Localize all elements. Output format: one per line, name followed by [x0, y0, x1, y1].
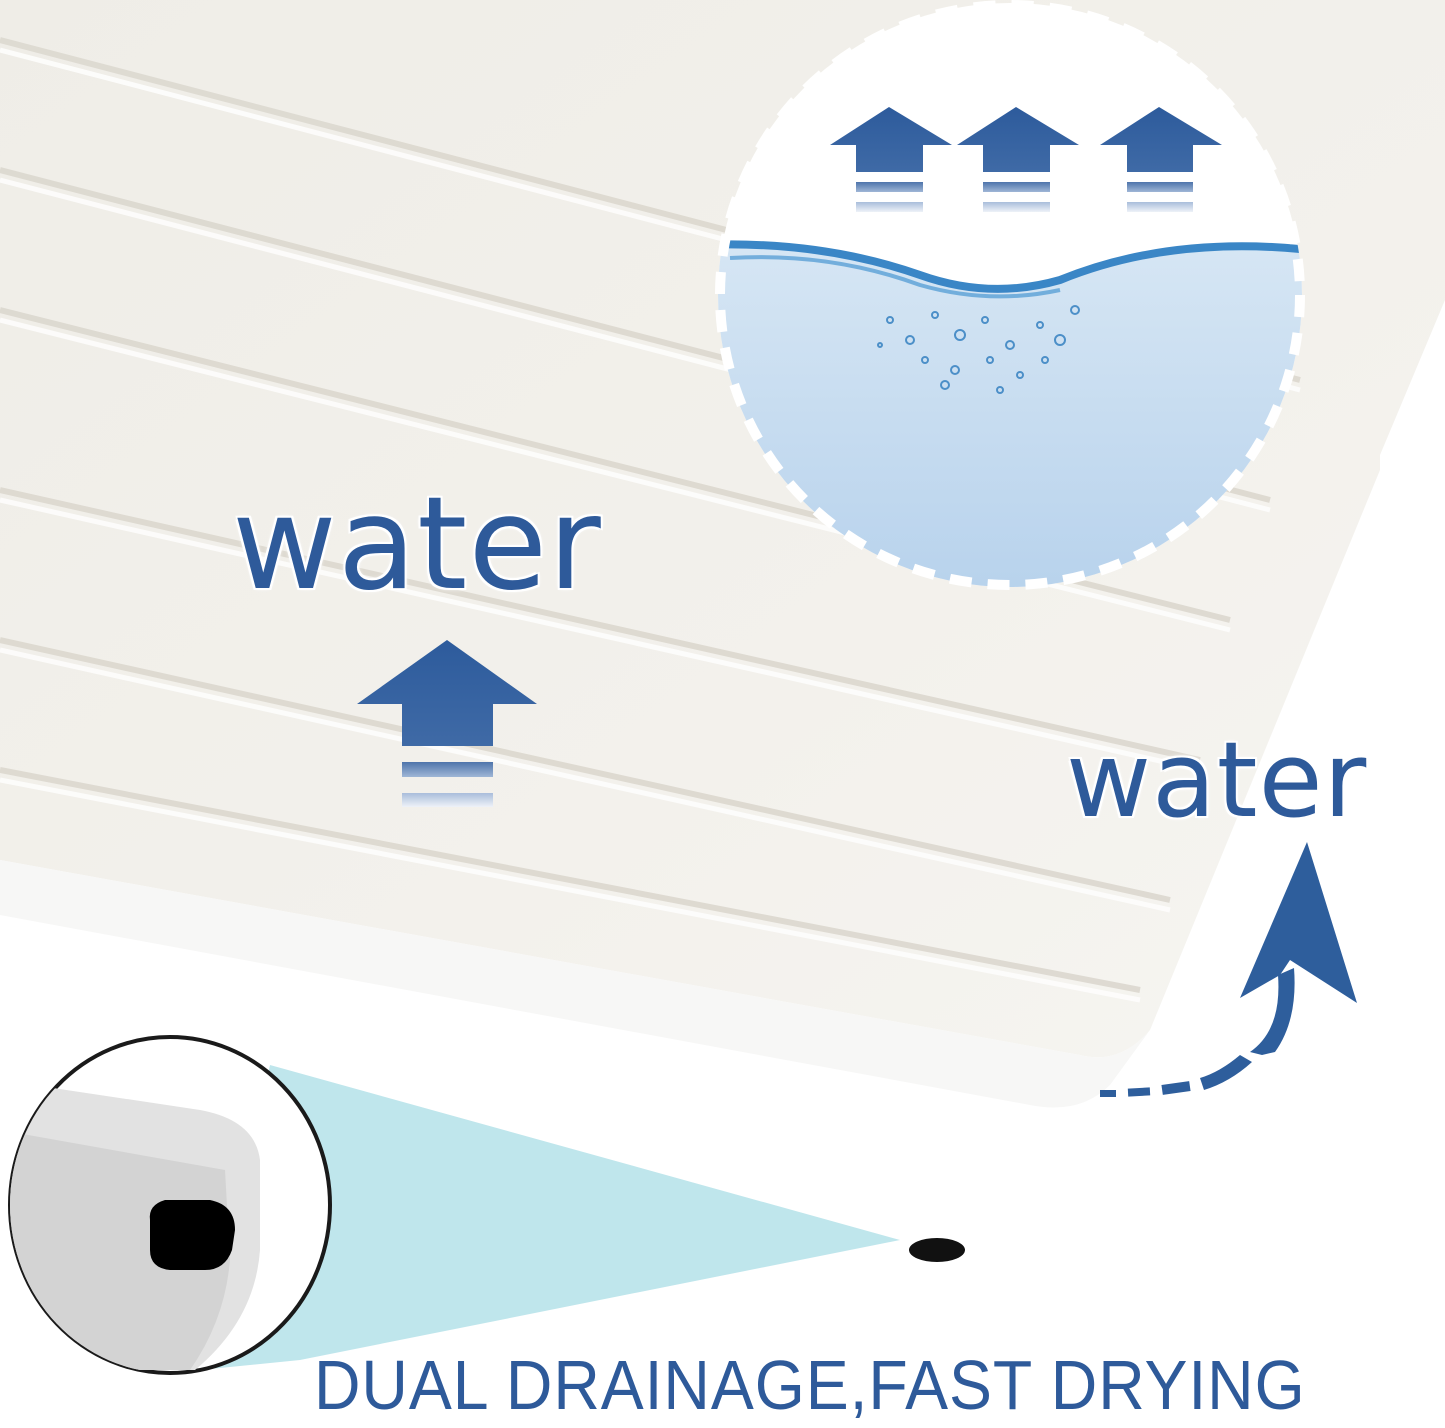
up-arrow-icon: [957, 107, 1079, 212]
water-label-side: water: [1066, 719, 1368, 841]
drain-hole-detail: [8, 1035, 332, 1375]
rubber-foot: [909, 1238, 965, 1262]
caption-dual-drainage: DUAL DRAINAGE,FAST DRYING: [314, 1346, 1306, 1424]
up-arrow-icon: [357, 640, 537, 807]
water-absorption-circle: [715, 0, 1305, 590]
curved-up-arrow-icon: [1100, 842, 1357, 1097]
zoom-beam: [200, 1065, 900, 1370]
water-label-top: water: [232, 470, 602, 619]
up-arrow-icon: [830, 107, 952, 212]
up-arrow-icon: [1100, 107, 1222, 212]
